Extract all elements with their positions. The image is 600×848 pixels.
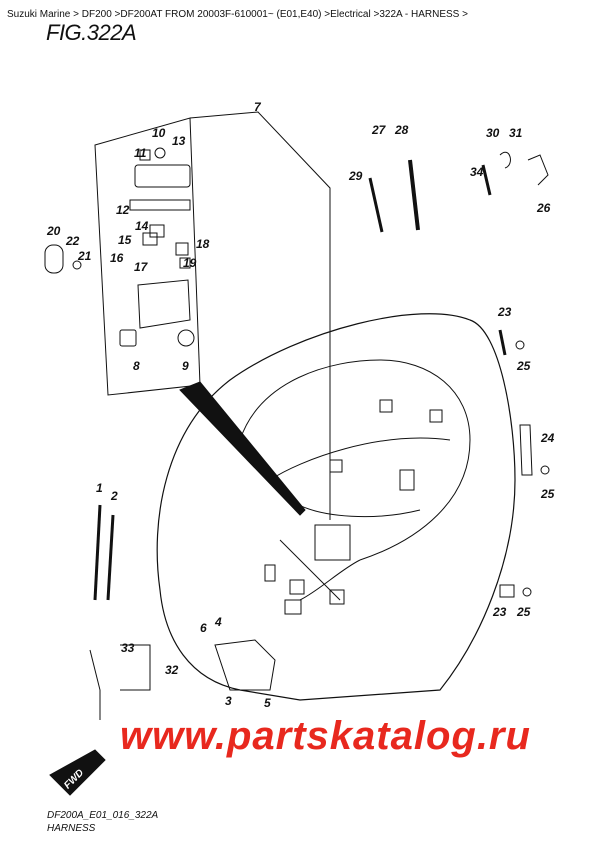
callout: 15 <box>118 233 132 247</box>
callout: 30 <box>486 126 500 140</box>
tie-34 <box>481 164 492 196</box>
breadcrumb: Suzuki Marine > DF200 >DF200AT FROM 2000… <box>7 9 468 20</box>
cap-8 <box>119 329 137 347</box>
callout: 18 <box>196 237 210 251</box>
callout: 1 <box>96 481 103 495</box>
fuse-18 <box>175 242 189 256</box>
clamp-26 <box>527 154 549 186</box>
callout: 20 <box>46 224 61 238</box>
diagram-code: DF200A_E01_016_322A <box>47 810 159 821</box>
fuse-box-seal <box>129 199 191 211</box>
callout: 25 <box>516 605 531 619</box>
tie-27 <box>408 159 420 231</box>
callout: 13 <box>172 134 186 148</box>
callout: 22 <box>65 234 80 248</box>
callout: 16 <box>110 251 124 265</box>
bracket-33-32 <box>120 644 151 691</box>
callout: 28 <box>394 123 409 137</box>
cable-1 <box>93 504 102 601</box>
callout: 29 <box>348 169 363 183</box>
bracket-3 <box>214 639 276 691</box>
callout: 3 <box>225 694 232 708</box>
bracket-24 <box>519 424 533 476</box>
fwd-arrow-icon <box>49 749 106 796</box>
part-11 <box>139 149 151 161</box>
callout: 14 <box>135 219 149 233</box>
leader-7 <box>189 111 331 520</box>
fuse-19 <box>179 257 191 269</box>
tie-29 <box>368 177 384 233</box>
grommet-9 <box>177 329 195 347</box>
figure-title: FIG.322A <box>46 20 137 45</box>
callout: 4 <box>214 615 222 629</box>
bolt-25 <box>515 340 525 350</box>
callout: 19 <box>183 256 197 270</box>
callout: 25 <box>516 359 531 373</box>
callout: 34 <box>470 165 484 179</box>
main-relay-box <box>314 524 351 561</box>
callout: 8 <box>133 359 140 373</box>
cable-2 <box>106 514 115 601</box>
callout: 23 <box>492 605 507 619</box>
callout: 23 <box>497 305 512 319</box>
callout: 9 <box>182 359 189 373</box>
diagram-name: HARNESS <box>47 823 96 834</box>
fuse-box-base <box>137 279 191 329</box>
clip-30 <box>499 151 511 169</box>
bracket-23 <box>498 329 507 356</box>
callout: 26 <box>536 201 551 215</box>
fwd-label: FWD <box>62 767 86 791</box>
bolt-25b <box>540 465 550 475</box>
bolt-25c <box>522 587 532 597</box>
callout: 5 <box>264 696 271 710</box>
callout: 27 <box>371 123 387 137</box>
callout: 7 <box>254 100 262 114</box>
callout: 25 <box>540 487 555 501</box>
callout: 2 <box>110 489 118 503</box>
fuse-box-cover <box>134 164 191 188</box>
callout: 10 <box>152 126 166 140</box>
part-10 <box>154 147 166 159</box>
callout: 6 <box>200 621 207 635</box>
wire-harness <box>239 359 471 615</box>
callout: 12 <box>116 203 130 217</box>
callout: 11 <box>134 146 147 160</box>
boot-20 <box>44 244 64 274</box>
callout: 24 <box>540 431 555 445</box>
callout: 32 <box>165 663 179 677</box>
cable-32 <box>89 649 101 720</box>
pointer-arrow <box>179 381 306 516</box>
relay-15 <box>142 232 158 246</box>
watermark: www.partskatalog.ru <box>120 714 531 758</box>
bracket-23b <box>499 584 515 598</box>
callout: 21 <box>77 249 92 263</box>
callout: 31 <box>509 126 523 140</box>
nut-22 <box>72 260 82 270</box>
callout: 33 <box>121 641 135 655</box>
callout: 17 <box>134 260 149 274</box>
